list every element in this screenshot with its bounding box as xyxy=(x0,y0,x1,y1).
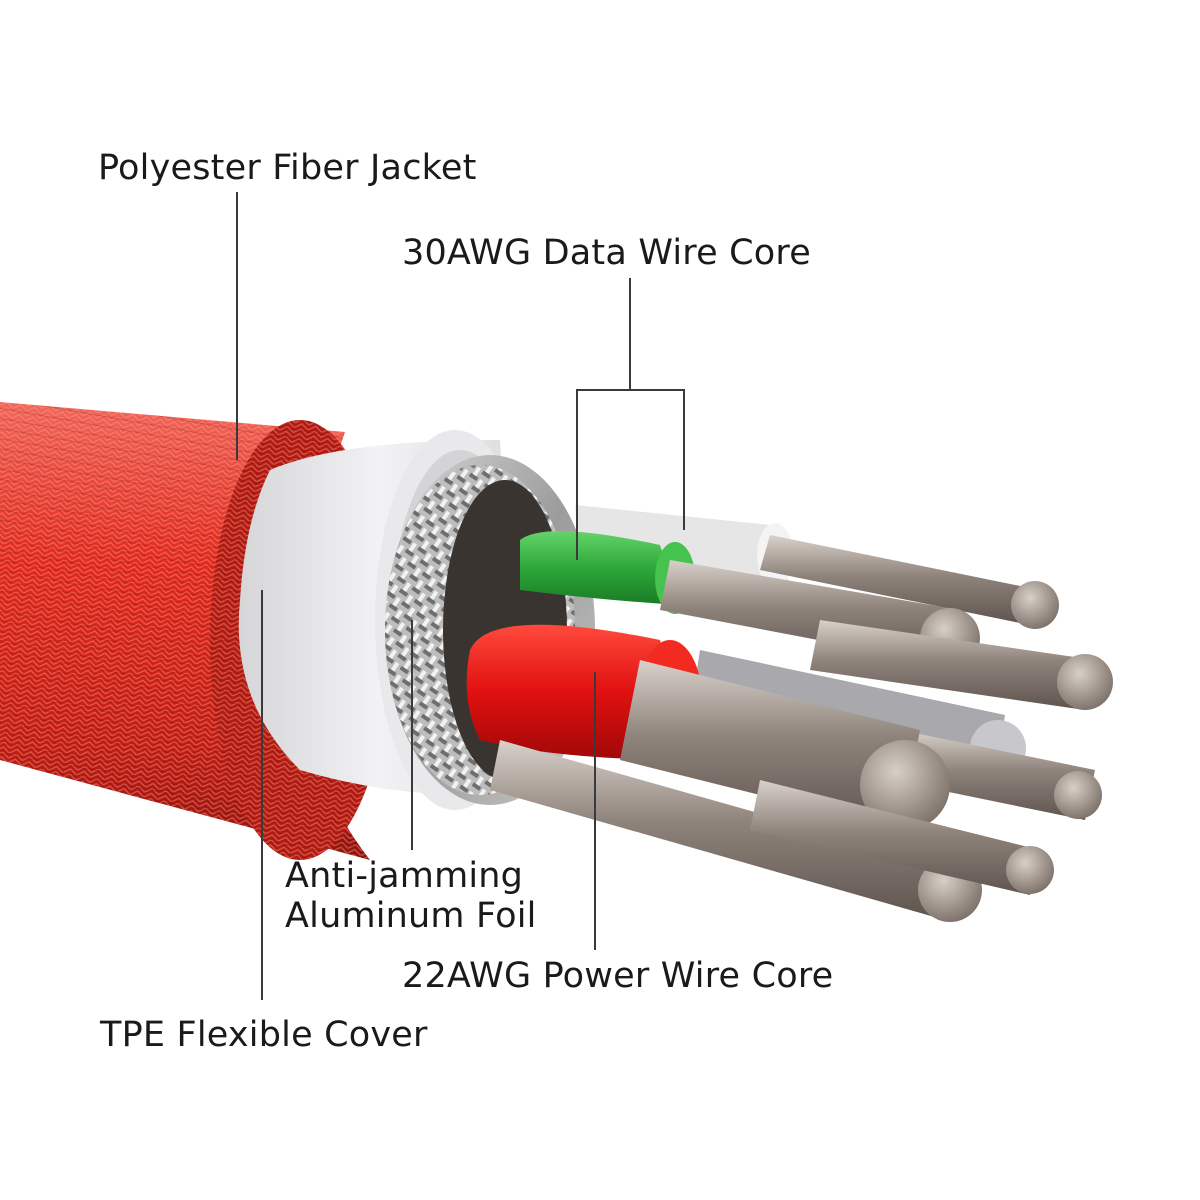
label-aluminum-foil: Aluminum Foil xyxy=(285,896,537,936)
bottom-strand-bundle xyxy=(490,740,1054,922)
label-tpe-flexible-cover: TPE Flexible Cover xyxy=(100,1015,428,1055)
label-anti-jamming: Anti-jamming xyxy=(285,856,524,896)
label-22awg-power-wire-core: 22AWG Power Wire Core xyxy=(402,956,834,996)
red-power-wire xyxy=(466,624,950,830)
label-polyester-fiber-jacket: Polyester Fiber Jacket xyxy=(98,148,477,188)
label-30awg-data-wire-core: 30AWG Data Wire Core xyxy=(402,233,811,273)
leader-lines xyxy=(236,192,685,1000)
